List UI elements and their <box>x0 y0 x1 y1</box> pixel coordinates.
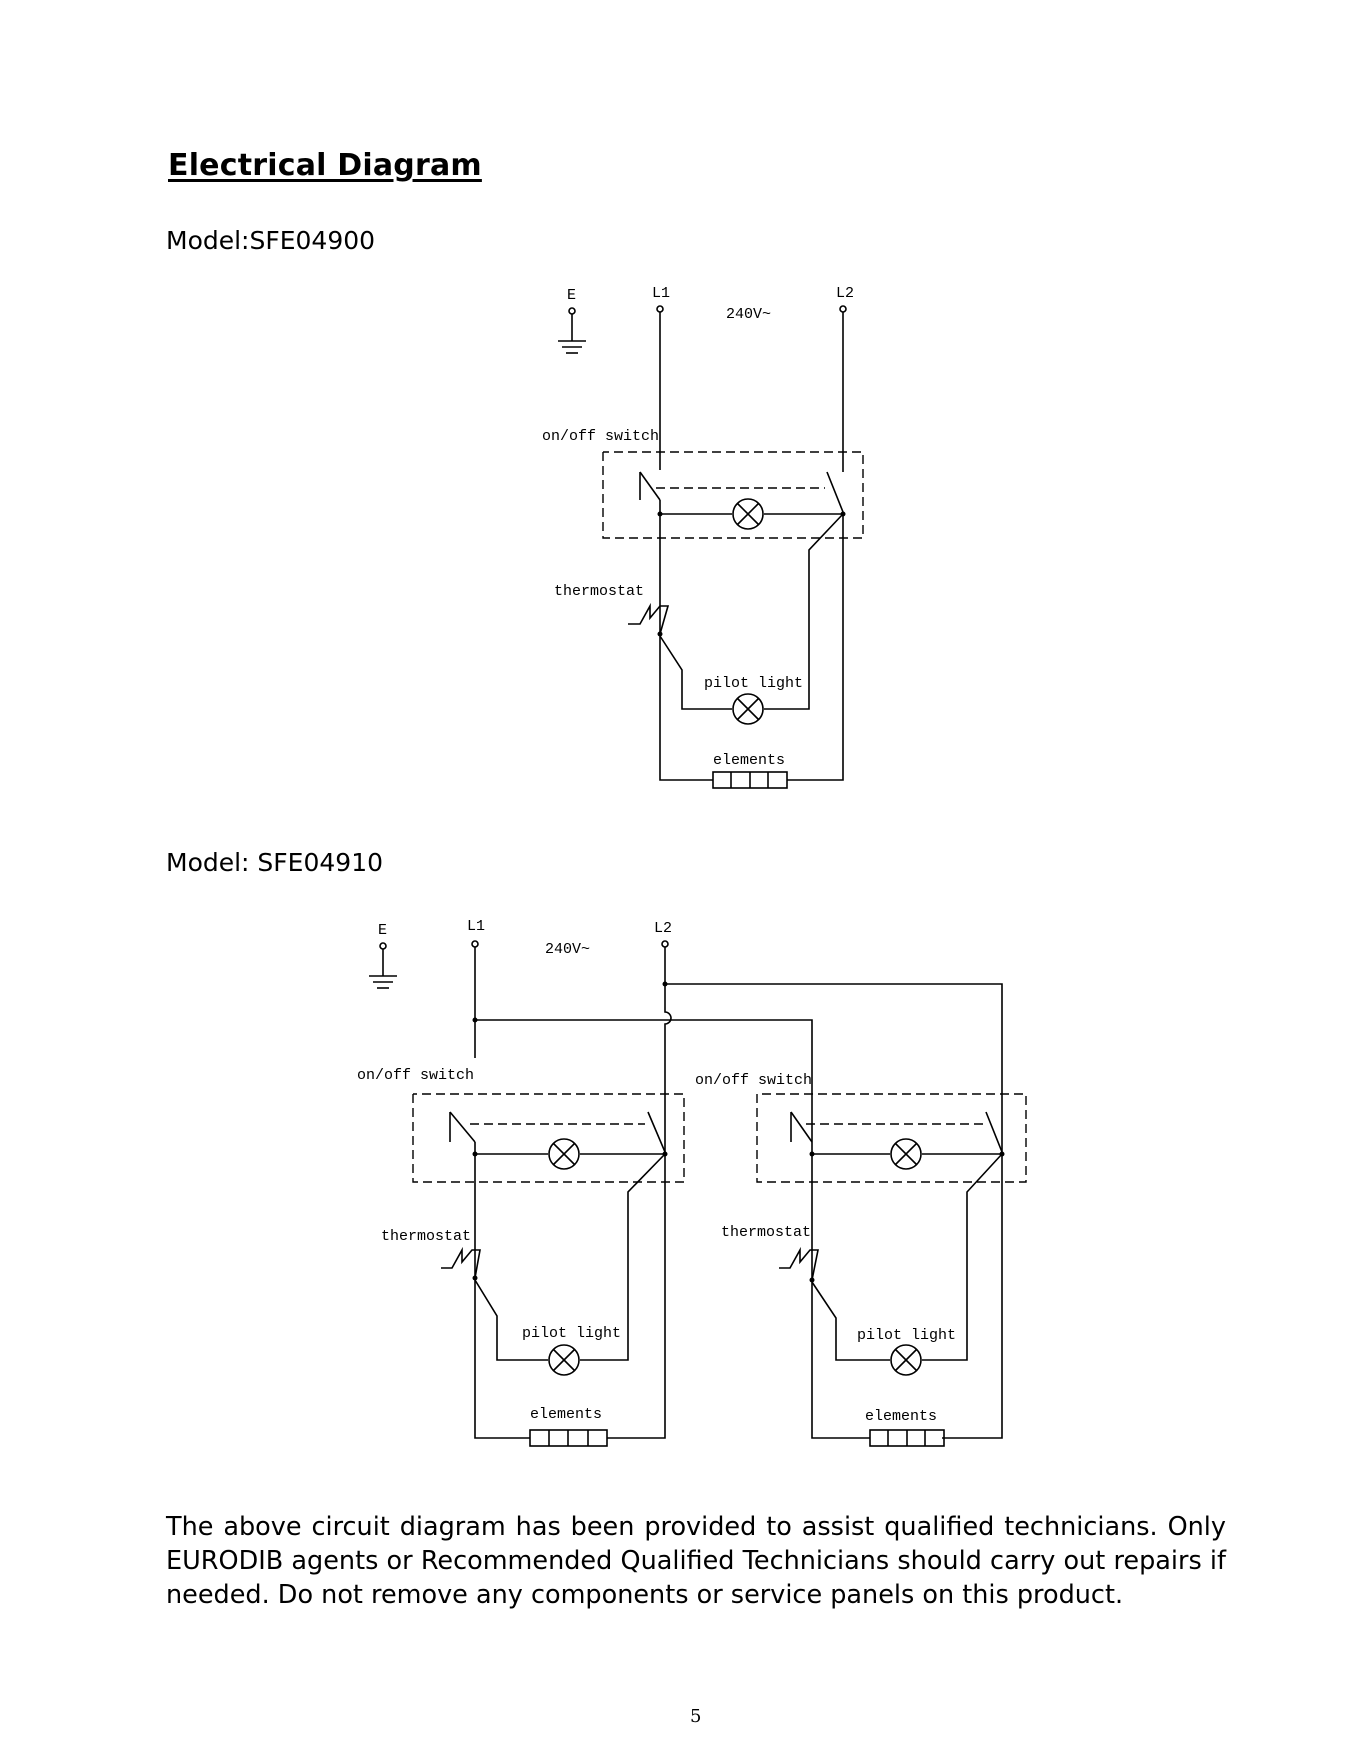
left-wiring <box>412 1093 685 1439</box>
model-label-sfe04900: Model:SFE04900 <box>166 226 376 255</box>
switch-label: on/off switch <box>542 428 659 445</box>
wiring <box>602 312 864 781</box>
right-pilot-light-icon <box>890 1344 922 1376</box>
ground-icon <box>369 949 397 989</box>
right-switch-lamp-icon <box>890 1138 922 1170</box>
left-thermostat-symbol-icon <box>441 1246 481 1279</box>
left-pilot-light-icon <box>548 1344 580 1376</box>
thermostat-symbol-icon <box>628 602 670 635</box>
notice-line-3: needed. Do not remove any components or … <box>166 1580 1124 1610</box>
right-thermostat-symbol-icon <box>779 1246 819 1281</box>
right-heating-element-icon <box>869 1429 945 1447</box>
left-switch-lamp-icon <box>548 1138 580 1170</box>
ground-icon <box>558 314 586 354</box>
terminal-l2-label: L2 <box>836 285 854 302</box>
technician-notice: The above circuit diagram has been provi… <box>166 1510 1226 1612</box>
terminal-l1-label: L1 <box>652 285 670 302</box>
right-pilot-light-label: pilot light <box>857 1327 956 1344</box>
left-switch-label: on/off switch <box>357 1067 474 1084</box>
circuit-diagram-sfe04910: E L1 L2 240V~ on/off switch thermostat p… <box>357 918 1027 1447</box>
page-number: 5 <box>690 1706 702 1727</box>
elements-label: elements <box>713 752 785 769</box>
terminal-l2-label: L2 <box>654 920 672 937</box>
left-thermostat-label: thermostat <box>381 1228 471 1245</box>
pilot-light-icon <box>732 693 764 725</box>
heating-element-icon <box>712 771 788 789</box>
voltage-label: 240V~ <box>726 306 771 323</box>
terminal-l1-label: L1 <box>467 918 485 935</box>
supply-bus <box>472 947 1003 1439</box>
left-heating-element-icon <box>529 1429 608 1447</box>
left-pilot-light-label: pilot light <box>522 1325 621 1342</box>
notice-line-1: The above circuit diagram has been provi… <box>166 1512 1226 1542</box>
terminals: E L1 L2 240V~ <box>378 918 672 958</box>
switch-lamp-icon <box>732 498 764 530</box>
right-thermostat-label: thermostat <box>721 1224 811 1241</box>
terminal-e-label: E <box>378 922 387 939</box>
right-switch-label: on/off switch <box>695 1072 812 1089</box>
voltage-label: 240V~ <box>545 941 590 958</box>
terminal-e-label: E <box>567 287 576 304</box>
page-title: Electrical Diagram <box>168 148 482 183</box>
pilot-light-label: pilot light <box>704 675 803 692</box>
right-elements-label: elements <box>865 1408 937 1425</box>
notice-line-2: EURODIB agents or Recommended Qualified … <box>166 1546 1226 1576</box>
model-label-sfe04910: Model: SFE04910 <box>166 848 384 877</box>
thermostat-label: thermostat <box>554 583 644 600</box>
circuit-diagram-sfe04900: E L1 L2 240V~ on/off switch thermostat p… <box>542 285 864 789</box>
left-elements-label: elements <box>530 1406 602 1423</box>
right-wiring <box>756 1060 1027 1439</box>
